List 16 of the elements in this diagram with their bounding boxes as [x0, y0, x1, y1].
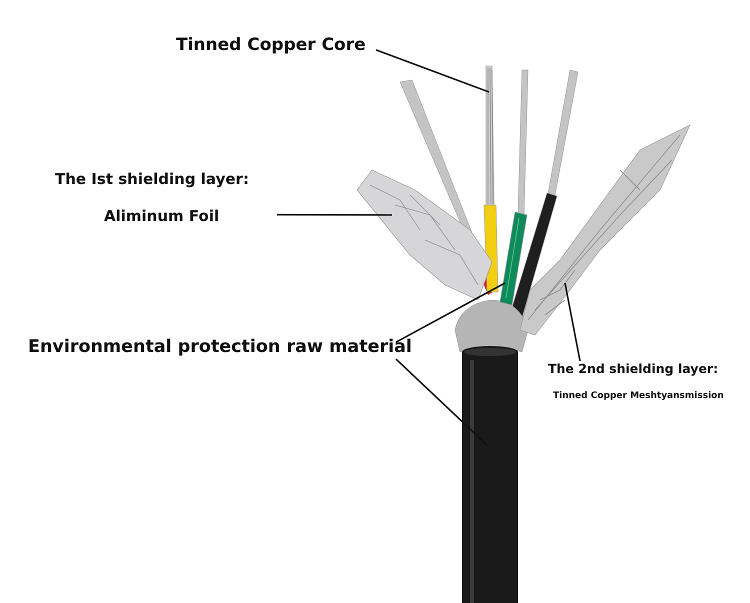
callout-detail: Tinned Copper Meshtyansmission: [553, 391, 724, 401]
leader-line: [376, 49, 490, 93]
braided-shield-drawing: [520, 124, 691, 336]
leader-line: [277, 214, 392, 216]
copper-strands-drawing: [486, 66, 494, 206]
callout-label: The Ist shielding layer:: [55, 170, 249, 188]
callout-label: The 2nd shielding layer:: [548, 361, 718, 376]
callout-label: Environmental protection raw material: [28, 337, 412, 357]
cable-jacket: [462, 346, 518, 603]
leader-line: [396, 282, 506, 343]
insulated-wire-drawing: [500, 212, 528, 306]
callout-detail: Aliminum Foil: [104, 207, 220, 225]
leader-line: [564, 282, 581, 362]
leader-line: [395, 358, 488, 446]
aluminum-foil-drawing: [356, 170, 492, 300]
callout-label: Tinned Copper Core: [176, 35, 366, 55]
